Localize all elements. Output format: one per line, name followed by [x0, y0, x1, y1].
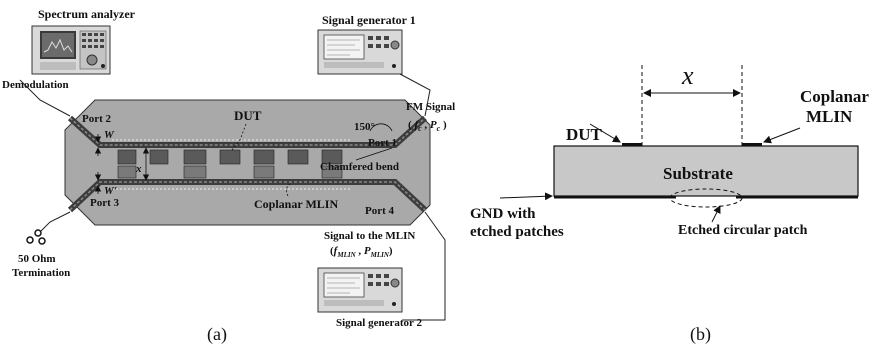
fm-params-label: ( fc , Pc ): [408, 119, 447, 133]
port-3-label: Port 3: [90, 197, 120, 209]
port-1-label: Port 1: [368, 137, 397, 149]
coplanar-label-b-1: Coplanar: [800, 87, 869, 106]
dut-leader: [231, 123, 247, 151]
gnd-arrow: [499, 192, 553, 201]
coplanar-mlin-label-a: Coplanar MLIN: [254, 197, 338, 211]
fm-signal-label: FM Signal: [406, 101, 455, 113]
x-label-b: x: [681, 61, 694, 90]
mlin-strip: [742, 143, 762, 146]
coplanar-label-b-2: MLIN: [806, 107, 853, 126]
mlin-params-label: (fMLIN , PMLIN): [330, 245, 393, 259]
signal-generator-2-label: Signal generator 2: [336, 317, 422, 329]
demodulation-label: Demodulation: [2, 79, 69, 91]
chamfered-bend-label: Chamfered bend: [320, 161, 399, 173]
w-prime-label: W': [104, 185, 117, 197]
etched-patch-label: Etched circular patch: [678, 223, 808, 238]
gnd-label-2: etched patches: [470, 224, 564, 240]
angle-arc: [369, 123, 393, 132]
coplanar-leader: [286, 183, 291, 197]
termination-label-1: 50 Ohm: [18, 253, 56, 265]
gnd-label-1: GND with: [470, 206, 536, 222]
caption-b: (b): [690, 324, 711, 345]
dut-resonators: [117, 149, 343, 179]
upper-mlin: [67, 115, 428, 148]
dut-strip: [622, 143, 642, 146]
signal-generator-1-icon: [317, 29, 403, 75]
signal-generator-1-label: Signal generator 1: [322, 13, 416, 27]
termination-icon: [26, 229, 46, 245]
etched-patch-arrow: [711, 205, 721, 223]
termination-label-2: Termination: [12, 267, 70, 279]
dut-label-a: DUT: [234, 108, 262, 123]
coplanar-arrow-b: [763, 127, 801, 144]
port-4-label: Port 4: [365, 205, 395, 217]
lower-mlin: [67, 179, 428, 213]
angle-label: 150°: [354, 121, 375, 133]
spectrum-analyzer-label: Spectrum analyzer: [38, 7, 136, 21]
x-label-a: x: [135, 163, 142, 175]
cables: [19, 73, 446, 321]
chamfered-leader: [355, 147, 393, 161]
signal-generator-2-icon: [317, 267, 403, 313]
port-2-label: Port 2: [82, 113, 112, 125]
w-label: W: [104, 129, 115, 141]
spectrum-analyzer-icon: [31, 25, 111, 75]
board: [64, 99, 431, 226]
caption-a: (a): [207, 324, 227, 345]
dut-arrow-b: [589, 123, 621, 143]
dut-label-b: DUT: [566, 125, 603, 144]
etched-patch-outline: [669, 188, 743, 208]
substrate-label: Substrate: [663, 164, 733, 183]
signal-to-mlin-label: Signal to the MLIN: [324, 230, 415, 242]
substrate: [553, 145, 859, 197]
